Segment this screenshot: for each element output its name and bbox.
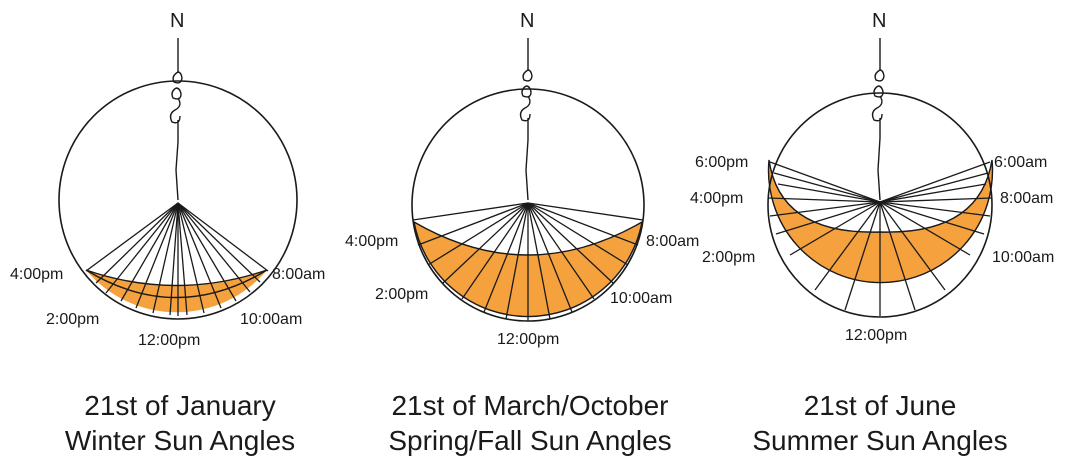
spring-fall-caption-date: 21st of March/October bbox=[391, 390, 668, 421]
summer-time-label-12pm: 12:00pm bbox=[845, 327, 907, 344]
winter-time-label-10am: 10:00am bbox=[240, 311, 302, 328]
spring-fall-time-label-10am: 10:00am bbox=[610, 290, 672, 307]
summer-time-label-6pm: 6:00pm bbox=[695, 154, 748, 171]
summer-caption-date: 21st of June bbox=[804, 390, 957, 421]
summer-time-label-8am: 8:00am bbox=[1000, 190, 1053, 207]
summer-sky-circle bbox=[767, 92, 993, 318]
winter-time-label-4pm: 4:00pm bbox=[10, 266, 63, 283]
summer-diagram: N 6:00pm 4:00pm 2:00pm 12:00pm 10:00am 8… bbox=[690, 10, 1054, 456]
spring-fall-sun-rays bbox=[412, 202, 644, 321]
winter-shade-inner-edge bbox=[85, 269, 268, 287]
winter-north-arrow-icon bbox=[169, 38, 183, 201]
summer-time-label-2pm: 2:00pm bbox=[702, 249, 755, 266]
spring-fall-time-label-12pm: 12:00pm bbox=[497, 331, 559, 348]
winter-caption-date: 21st of January bbox=[84, 390, 275, 421]
winter-north-label: N bbox=[170, 10, 184, 32]
winter-time-label-8am: 8:00am bbox=[272, 266, 325, 283]
winter-time-label-12pm: 12:00pm bbox=[138, 332, 200, 349]
spring-fall-north-label: N bbox=[520, 10, 534, 32]
spring-fall-time-label-8am: 8:00am bbox=[646, 233, 699, 250]
spring-fall-time-label-4pm: 4:00pm bbox=[345, 233, 398, 250]
summer-time-label-6am: 6:00am bbox=[994, 154, 1047, 171]
summer-caption-title: Summer Sun Angles bbox=[752, 425, 1007, 456]
winter-sky-circle bbox=[58, 80, 298, 320]
spring-fall-caption-title: Spring/Fall Sun Angles bbox=[388, 425, 671, 456]
summer-time-label-10am: 10:00am bbox=[992, 249, 1054, 266]
winter-caption-title: Winter Sun Angles bbox=[65, 425, 295, 456]
summer-time-label-4pm: 4:00pm bbox=[690, 190, 743, 207]
spring-fall-diagram: N 4:00pm 2:00pm 12:00pm 10:00am 8:00am 2… bbox=[345, 10, 699, 456]
spring-fall-north-arrow-icon bbox=[519, 38, 533, 201]
spring-fall-time-label-2pm: 2:00pm bbox=[375, 286, 428, 303]
summer-north-arrow-icon bbox=[871, 38, 885, 201]
winter-time-label-2pm: 2:00pm bbox=[46, 311, 99, 328]
summer-north-label: N bbox=[872, 10, 886, 32]
winter-diagram: N 4:00pm 2:00pm 12:00pm 10:00am 8:00am 2… bbox=[10, 10, 325, 456]
summer-sun-rays bbox=[767, 161, 993, 316]
winter-sun-rays bbox=[85, 202, 269, 316]
